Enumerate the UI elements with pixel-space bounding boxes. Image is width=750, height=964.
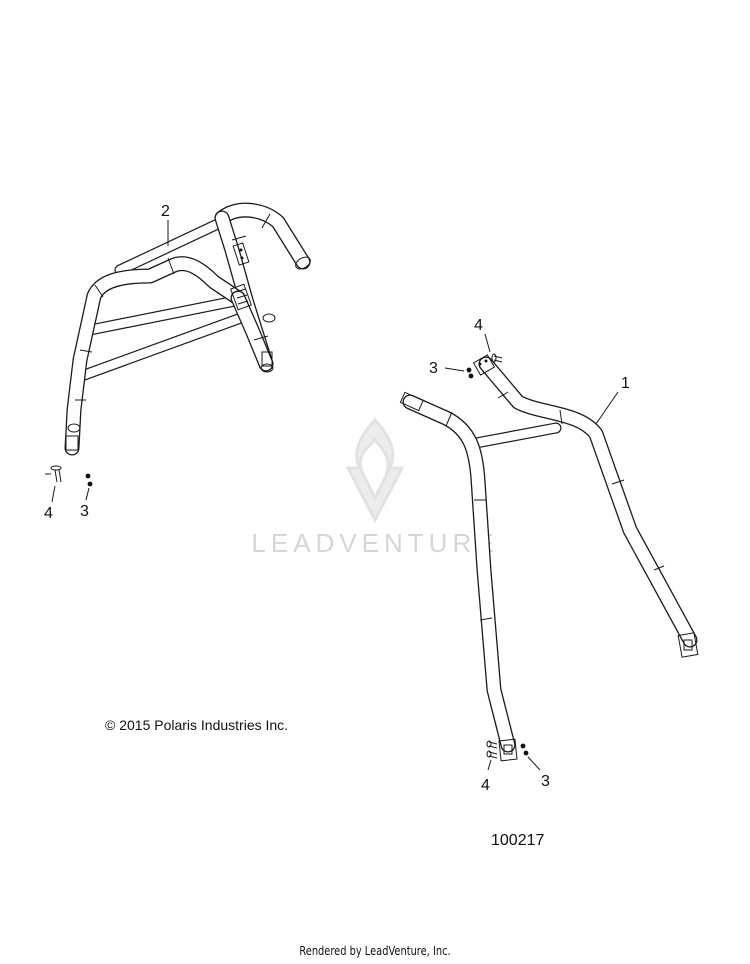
right-bottom-washer-icon [520,743,529,756]
right-top-bolt-icon [491,353,503,363]
front-cab-frame [399,354,699,762]
left-bolt-icon [45,465,62,483]
copyright-notice: © 2015 Polaris Industries Inc. [105,717,289,733]
left-washer-icon [85,473,93,487]
callout-right-frame: 1 [621,375,630,392]
rendered-by-credit: Rendered by LeadVenture, Inc. [299,944,451,958]
right-bottom-bolt-icon [486,740,498,759]
callouts: 2 3 4 1 4 3 4 3 [44,203,630,794]
callout-right-top-bolt: 4 [474,317,483,334]
callout-left-frame: 2 [161,203,170,220]
callout-right-top-washer: 3 [429,360,438,377]
figure-number: 100217 [491,832,545,849]
flame-logo-icon [345,417,405,524]
watermark-text: LEADVENTURE [251,528,498,558]
frame-mount-bracket [232,242,250,266]
right-top-washer-icon [466,367,474,379]
callout-left-bolt: 4 [44,505,53,522]
leadventure-watermark: LEADVENTURE [251,417,498,558]
callout-right-bottom-washer: 3 [541,773,550,790]
callout-left-washer: 3 [80,503,89,520]
frame-mount-bracket [230,283,252,311]
callout-right-bottom-bolt: 4 [481,777,490,794]
rear-cab-frame [64,202,311,456]
